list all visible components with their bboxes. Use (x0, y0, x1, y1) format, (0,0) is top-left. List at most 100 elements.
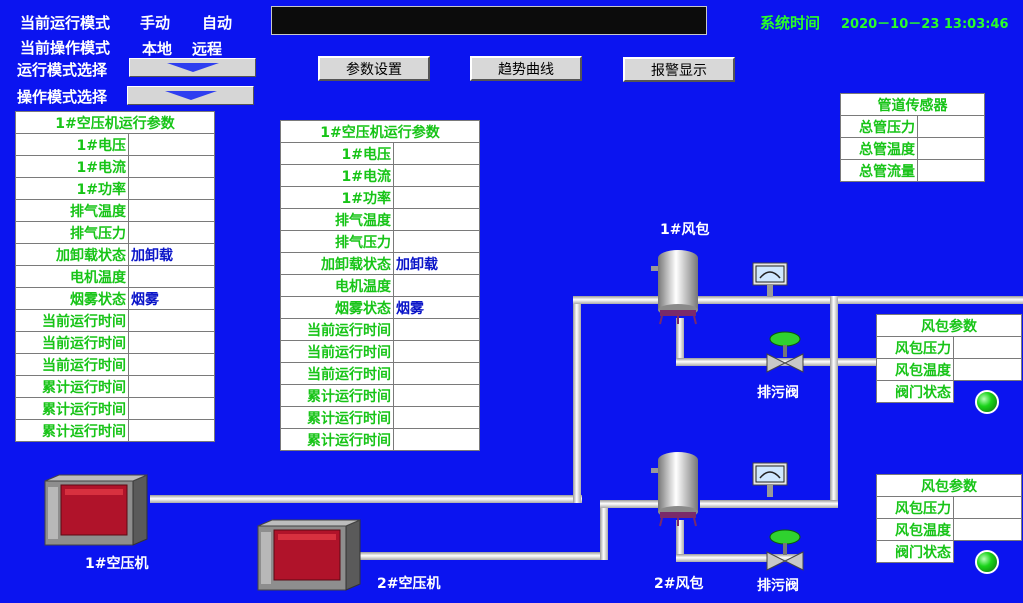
tank-label: 风包压力 (876, 336, 954, 359)
pipe-sensor-panel: 管道传感器 总管压力 总管温度 总管流量 (840, 93, 985, 182)
param-label: 累计运行时间 (280, 384, 394, 407)
param-label: 1#电压 (15, 133, 129, 156)
param-value (128, 199, 215, 222)
tank-label: 阀门状态 (876, 380, 954, 403)
tank-label: 阀门状态 (876, 540, 954, 563)
sensor-value (917, 159, 985, 182)
tank-label: 风包温度 (876, 518, 954, 541)
param-value: 加卸载 (393, 252, 480, 275)
compressor1-params-panel: 1#空压机运行参数 1#电压 1#电流 1#功率 排气温度 排气压力 加卸载状态… (15, 111, 215, 442)
param-label: 累计运行时间 (280, 428, 394, 451)
op-mode-select-label: 操作模式选择 (17, 88, 108, 106)
dropdown-triangle-icon (166, 63, 219, 72)
param-value (393, 384, 480, 407)
pressure-gauge-icon (752, 462, 788, 497)
op-mode-label: 当前操作模式 (20, 39, 111, 57)
param-value (393, 186, 480, 209)
param-label: 1#功率 (15, 177, 129, 200)
param-value (393, 230, 480, 253)
param-label: 排气压力 (280, 230, 394, 253)
param-value (393, 362, 480, 385)
tank-value (953, 336, 1022, 359)
alarm-display-button[interactable]: 报警显示 (623, 57, 735, 82)
param-label: 烟雾状态 (280, 296, 394, 319)
param-value (393, 406, 480, 429)
panel-title: 1#空压机运行参数 (15, 111, 215, 134)
param-value (393, 318, 480, 341)
param-value: 加卸载 (128, 243, 215, 266)
param-value: 烟雾 (393, 296, 480, 319)
run-mode-auto: 自动 (202, 14, 233, 32)
param-value: 烟雾 (128, 287, 215, 310)
param-label: 当前运行时间 (15, 353, 129, 376)
run-mode-select-button[interactable] (129, 58, 256, 77)
param-value (128, 353, 215, 376)
panel-title: 风包参数 (876, 314, 1022, 337)
tank-value (953, 518, 1022, 541)
drain-valve-icon[interactable] (763, 528, 809, 574)
param-value (128, 133, 215, 156)
tank-label: 风包压力 (876, 496, 954, 519)
params-settings-button[interactable]: 参数设置 (318, 56, 430, 81)
param-value (393, 164, 480, 187)
param-value (128, 419, 215, 442)
panel-title: 管道传感器 (840, 93, 985, 116)
param-label: 累计运行时间 (15, 375, 129, 398)
param-value (128, 177, 215, 200)
param-label: 当前运行时间 (280, 318, 394, 341)
compressor1-label: 1#空压机 (85, 556, 149, 572)
compressor2-label: 2#空压机 (377, 576, 441, 592)
sensor-label: 总管压力 (840, 115, 918, 138)
param-value (128, 397, 215, 420)
sensor-value (917, 115, 985, 138)
param-label: 排气温度 (280, 208, 394, 231)
param-label: 当前运行时间 (280, 340, 394, 363)
param-value (393, 428, 480, 451)
param-label: 电机温度 (15, 265, 129, 288)
status-lamp-icon (975, 390, 999, 414)
param-label: 加卸载状态 (280, 252, 394, 275)
sensor-value (917, 137, 985, 160)
param-label: 累计运行时间 (15, 397, 129, 420)
param-value (128, 331, 215, 354)
param-label: 排气温度 (15, 199, 129, 222)
drain-valve-icon[interactable] (763, 330, 809, 376)
panel-title: 1#空压机运行参数 (280, 120, 480, 143)
air-compressor-icon[interactable] (43, 473, 153, 553)
trend-curve-button[interactable]: 趋势曲线 (470, 56, 582, 81)
run-mode-label: 当前运行模式 (20, 14, 111, 32)
param-value (128, 265, 215, 288)
sensor-label: 总管温度 (840, 137, 918, 160)
param-label: 1#电压 (280, 142, 394, 165)
air-tank-icon[interactable] (648, 450, 708, 530)
tank-value (953, 496, 1022, 519)
param-label: 1#电流 (280, 164, 394, 187)
param-label: 1#电流 (15, 155, 129, 178)
param-label: 烟雾状态 (15, 287, 129, 310)
system-time-label: 系统时间 (760, 14, 821, 32)
sensor-label: 总管流量 (840, 159, 918, 182)
param-value (128, 155, 215, 178)
param-value (128, 221, 215, 244)
op-mode-local: 本地 (142, 40, 173, 58)
drain-valve1-label: 排污阀 (757, 385, 799, 401)
op-mode-select-button[interactable] (127, 86, 254, 105)
tank1-params-panel: 风包参数 风包压力 风包温度 阀门状态 (876, 314, 1022, 403)
panel-title: 风包参数 (876, 474, 1022, 497)
param-label: 加卸载状态 (15, 243, 129, 266)
message-display-bar (271, 6, 707, 35)
pressure-gauge-icon (752, 262, 788, 297)
param-label: 累计运行时间 (280, 406, 394, 429)
op-mode-remote: 远程 (192, 40, 223, 58)
param-value (128, 309, 215, 332)
air-compressor-icon[interactable] (256, 518, 366, 598)
air-tank-icon[interactable] (648, 248, 708, 328)
param-value (128, 375, 215, 398)
dropdown-triangle-icon (164, 91, 217, 100)
param-value (393, 274, 480, 297)
compressor2-params-panel: 1#空压机运行参数 1#电压 1#电流 1#功率 排气温度 排气压力 加卸载状态… (280, 120, 480, 451)
param-label: 当前运行时间 (15, 309, 129, 332)
status-lamp-icon (975, 550, 999, 574)
run-mode-select-label: 运行模式选择 (17, 61, 108, 79)
param-label: 排气压力 (15, 221, 129, 244)
